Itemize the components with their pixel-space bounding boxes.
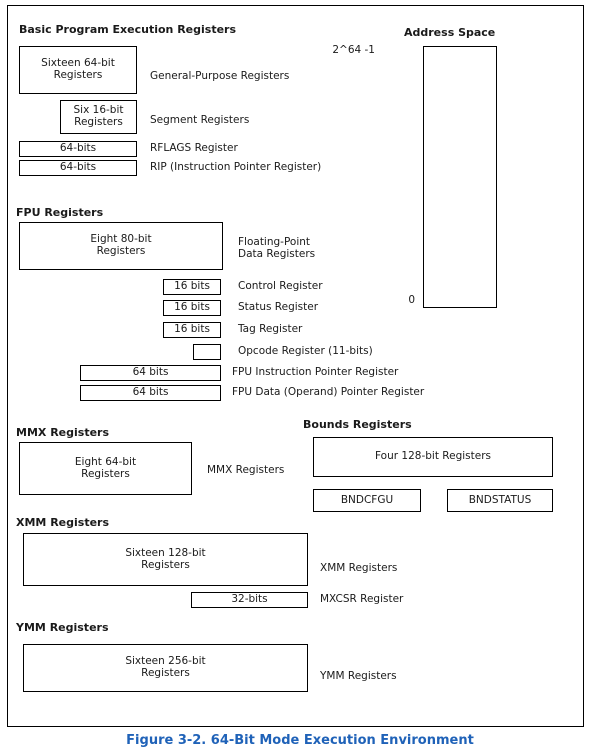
general-purpose-registers-label: General-Purpose Registers: [150, 70, 290, 82]
bndstatus-register-box: BNDSTATUS: [447, 489, 553, 512]
section-heading-fpu-registers: FPU Registers: [16, 206, 104, 219]
segment-registers-label: Segment Registers: [150, 114, 250, 126]
xmm-registers-box: Sixteen 128-bit Registers: [23, 533, 308, 586]
figure-caption: Figure 3-2. 64-Bit Mode Execution Enviro…: [126, 733, 474, 748]
mmx-registers-box: Eight 64-bit Registers: [19, 442, 192, 495]
fpu-control-register-box: 16 bits: [163, 279, 221, 295]
mxcsr-register-label: MXCSR Register: [320, 593, 404, 605]
fpu-tag-register-box: 16 bits: [163, 322, 221, 338]
fpu-instruction-pointer-register-box: 64 bits: [80, 365, 221, 381]
fpu-opcode-register-label: Opcode Register (11-bits): [238, 345, 373, 357]
section-heading-basic-program-execution-registers: Basic Program Execution Registers: [19, 23, 237, 36]
segment-registers-box: Six 16-bit Registers: [60, 100, 137, 134]
floating-point-data-registers-box: Eight 80-bit Registers: [19, 222, 223, 270]
mmx-registers-label: MMX Registers: [207, 464, 285, 476]
fpu-data-pointer-register-label: FPU Data (Operand) Pointer Register: [232, 386, 425, 398]
ymm-registers-label: YMM Registers: [320, 670, 397, 682]
section-heading-bounds-registers: Bounds Registers: [303, 418, 412, 431]
section-heading-mmx-registers: MMX Registers: [16, 426, 110, 439]
address-space-top-value: 2^64 -1: [332, 44, 375, 56]
rflags-register-box: 64-bits: [19, 141, 137, 157]
fpu-status-register-label: Status Register: [238, 301, 319, 313]
general-purpose-registers-box: Sixteen 64-bit Registers: [19, 46, 137, 94]
fpu-opcode-register-box: [193, 344, 221, 360]
rflags-register-label: RFLAGS Register: [150, 142, 238, 154]
xmm-registers-label: XMM Registers: [320, 562, 398, 574]
fpu-status-register-box: 16 bits: [163, 300, 221, 316]
section-heading-ymm-registers: YMM Registers: [16, 621, 109, 634]
fpu-instruction-pointer-register-label: FPU Instruction Pointer Register: [232, 366, 399, 378]
fpu-data-pointer-register-box: 64 bits: [80, 385, 221, 401]
mxcsr-register-box: 32-bits: [191, 592, 308, 608]
section-heading-address-space: Address Space: [404, 26, 496, 39]
address-space-box: [423, 46, 497, 308]
bndcfgu-register-box: BNDCFGU: [313, 489, 421, 512]
section-heading-xmm-registers: XMM Registers: [16, 516, 110, 529]
ymm-registers-box: Sixteen 256-bit Registers: [23, 644, 308, 692]
address-space-bottom-value: 0: [408, 294, 415, 306]
fpu-tag-register-label: Tag Register: [238, 323, 303, 335]
bounds-registers-box: Four 128-bit Registers: [313, 437, 553, 477]
floating-point-data-registers-label: Floating-Point Data Registers: [238, 236, 316, 261]
rip-register-box: 64-bits: [19, 160, 137, 176]
rip-register-label: RIP (Instruction Pointer Register): [150, 161, 322, 173]
fpu-control-register-label: Control Register: [238, 280, 323, 292]
